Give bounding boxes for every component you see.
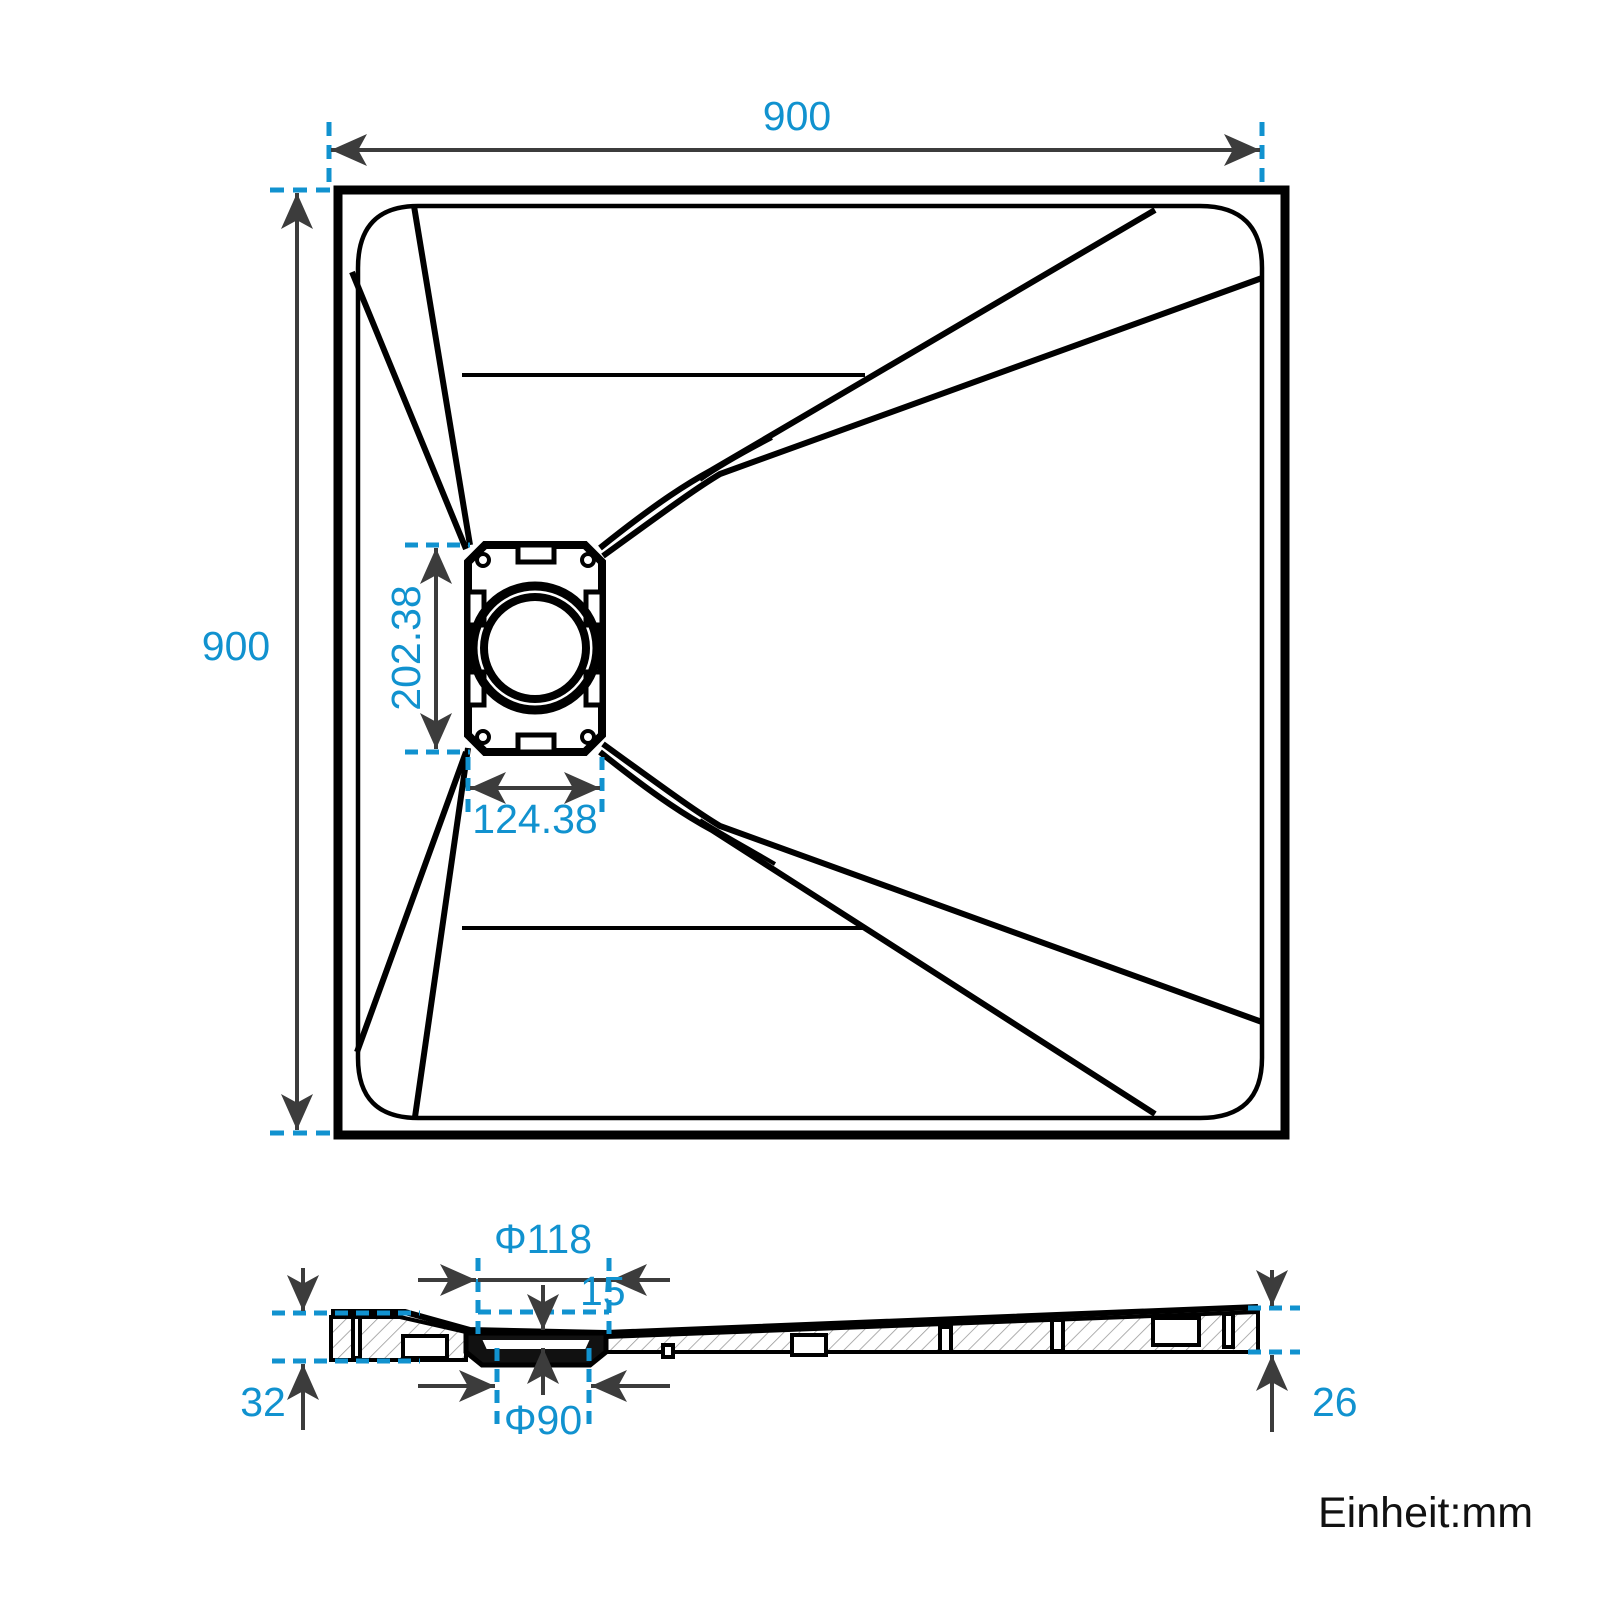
- dimension-left-thickness: 32: [240, 1268, 420, 1430]
- dim-label-drain-height: 202.38: [383, 585, 429, 710]
- section-void-2: [401, 1334, 449, 1360]
- ridge-upper-left-b: [349, 270, 469, 551]
- dimension-flange-diameter: Φ118: [418, 1216, 670, 1335]
- dim-label-left-thickness: 32: [240, 1379, 286, 1425]
- drain-circle-inner: [480, 593, 590, 703]
- ridge-lower-right-outer: [598, 749, 1157, 1117]
- section-void-6: [1050, 1318, 1065, 1353]
- dimension-drain-width: 124.38: [465, 757, 605, 842]
- top-view: 900 900 202.38 124.38: [202, 93, 1290, 1140]
- dim-label-flange-diameter: Φ118: [494, 1216, 592, 1262]
- section-view: Φ118 15 Φ90 32: [240, 1216, 1357, 1443]
- ridge-upper-right-mid: [698, 436, 773, 482]
- ridge-lower-right-inner: [601, 741, 1264, 1025]
- section-void-3: [661, 1343, 675, 1359]
- section-void-7: [1151, 1316, 1201, 1347]
- ridge-lower-right-mid: [698, 818, 777, 866]
- dimension-right-thickness: 26: [1248, 1270, 1358, 1432]
- dimension-drain-depth: 15: [478, 1268, 626, 1395]
- dimension-drain-height: 202.38: [383, 542, 470, 755]
- section-void-1: [351, 1315, 362, 1360]
- dimension-top-width: 900: [326, 93, 1265, 186]
- drain-body-outline: [464, 541, 606, 756]
- section-void-4: [790, 1333, 828, 1357]
- drain-screw-tl: [475, 552, 491, 568]
- section-drain-inner: [479, 1338, 593, 1351]
- unit-note: Einheit:mm: [1318, 1489, 1533, 1537]
- drain-tab-bottom: [515, 732, 557, 755]
- ridge-upper-left: [411, 205, 473, 546]
- tray-outer-frame: [333, 185, 1290, 1140]
- dim-label-drain-width: 124.38: [472, 796, 597, 842]
- dim-label-height: 900: [202, 623, 270, 669]
- dimension-outlet-diameter: Φ90: [418, 1348, 670, 1443]
- dim-label-width: 900: [763, 93, 831, 139]
- ridge-lower-left-b: [354, 750, 469, 1054]
- section-void-5: [938, 1325, 953, 1354]
- dim-label-outlet-diameter: Φ90: [504, 1397, 582, 1443]
- drain-screw-br: [580, 729, 596, 745]
- drain-screw-bl: [475, 729, 491, 745]
- section-void-8: [1222, 1312, 1235, 1349]
- drain-screw-tr: [580, 552, 596, 568]
- tray-inner-basin: [355, 203, 1265, 1121]
- dimension-left-height: 900: [202, 187, 336, 1136]
- dim-label-drain-depth: 15: [580, 1268, 626, 1314]
- drain-circle-outer: [468, 581, 602, 715]
- drain-assembly-top: [464, 541, 606, 756]
- ridge-lower-left: [412, 747, 471, 1118]
- ridge-upper-right-inner: [601, 275, 1264, 559]
- drain-tab-top: [515, 542, 557, 565]
- dim-label-right-thickness: 26: [1312, 1379, 1358, 1425]
